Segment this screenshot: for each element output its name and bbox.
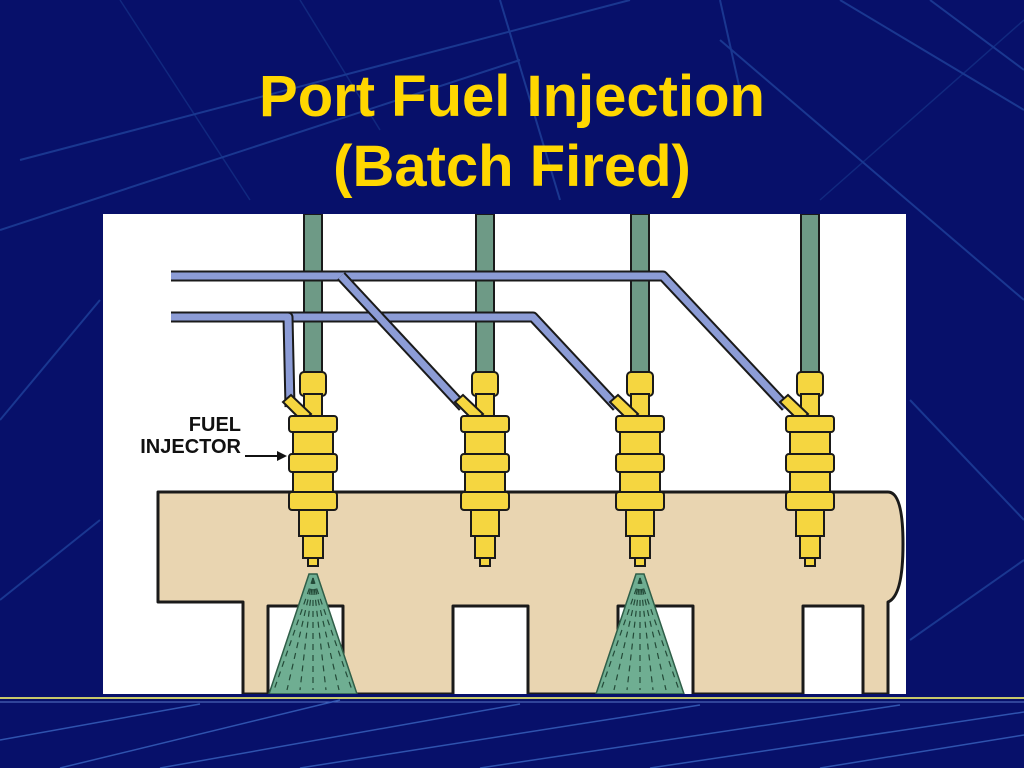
- wire-injector-1: [171, 311, 296, 408]
- fuel-spray-1: [268, 573, 358, 694]
- title-line-2: (Batch Fired): [333, 134, 691, 199]
- label-line-injector: INJECTOR: [140, 436, 241, 458]
- fuel-injector-label: FUEL INJECTOR: [105, 414, 241, 458]
- fuel-injector-1: [281, 371, 338, 567]
- label-arrow: [245, 451, 287, 461]
- title-line-1: Port Fuel Injection: [259, 64, 765, 129]
- label-line-fuel: FUEL: [188, 414, 241, 436]
- fuel-line-1: [303, 214, 323, 375]
- fuel-line-4: [800, 214, 820, 375]
- fuel-spray-3: [595, 573, 685, 694]
- fuel-injector-4: [778, 371, 835, 567]
- diagram-canvas: [103, 214, 906, 694]
- fuel-injector-2: [453, 371, 510, 567]
- fuel-line-3: [630, 214, 650, 375]
- fuel-injection-diagram: FUEL INJECTOR: [103, 214, 906, 694]
- wire-injector-2: [336, 272, 468, 411]
- intake-manifold: [156, 490, 905, 694]
- fuel-line-2: [475, 214, 495, 375]
- fuel-injector-3: [608, 371, 665, 567]
- slide-title: Port Fuel Injection (Batch Fired): [0, 62, 1024, 202]
- wire-injector-4: [171, 270, 791, 411]
